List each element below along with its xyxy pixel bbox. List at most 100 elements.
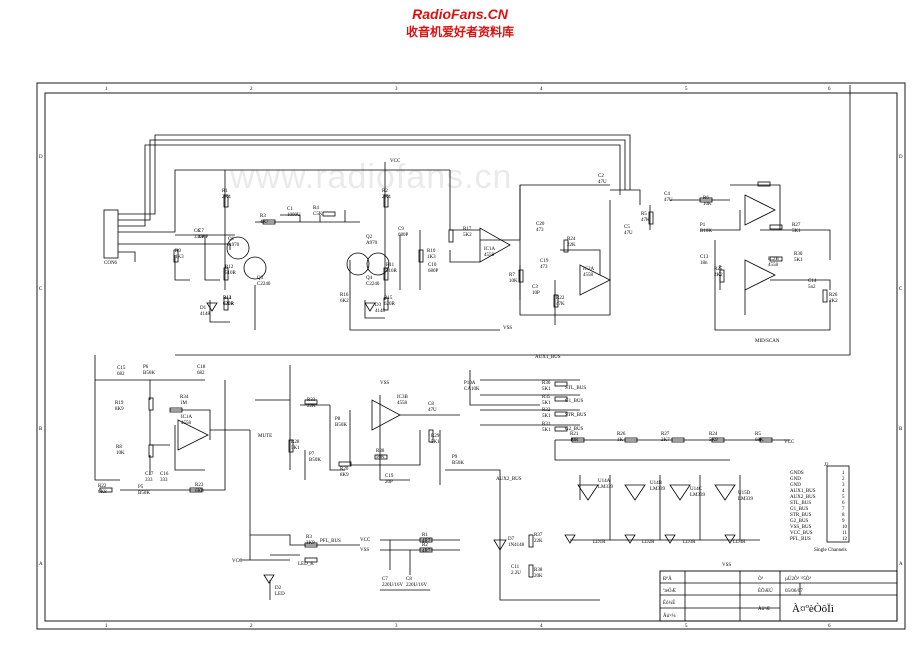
component-r5b-ref: R5	[755, 432, 761, 437]
component-q1-ref: Q1	[228, 237, 235, 242]
grid-col-top-4: 4	[540, 87, 543, 92]
component-p6-value: B50K	[143, 371, 155, 376]
j2-pin-number-12: 12	[842, 537, 848, 542]
component-c17-ref: C17	[145, 472, 154, 477]
grid-row-left-B: B	[39, 427, 43, 432]
component-r16-ref: R16	[340, 293, 349, 298]
component-r3-ref: R3	[260, 214, 266, 219]
component-c3-value: 10P	[532, 291, 540, 296]
component-p8-ref: P8	[335, 417, 341, 422]
component-ic1a-ref: IC1A	[484, 247, 496, 252]
component-r34-ref: R34	[180, 395, 189, 400]
component-r17-ref: R17	[463, 227, 472, 232]
j2-pin-number-3: 3	[842, 483, 845, 488]
component-c19b-value: 20P	[385, 480, 393, 485]
component-r27-value: 5K1	[792, 229, 801, 234]
component-r2-ref: R2	[382, 189, 388, 194]
j2-pin-label-6: STL_BUS	[790, 501, 811, 506]
net-vss-top: VSS	[503, 326, 512, 331]
net-g2-bus: G2_BUS	[565, 427, 584, 432]
component-r11-ref: R11	[386, 263, 395, 268]
component-r5-value: 47K	[641, 218, 650, 223]
component-r22-value: 47K	[556, 302, 565, 307]
component-r26b-ref: R26	[617, 432, 626, 437]
component-p1-value: B10K	[700, 229, 712, 234]
component-r31-value: 5K1	[542, 428, 551, 433]
grid-row-right-D: D	[899, 155, 903, 160]
component-r2-value: 2K4	[382, 195, 391, 200]
site-brand: RadioFans.CN 收音机爱好者资料库	[0, 6, 920, 40]
component-r31-ref: R31	[542, 422, 551, 427]
component-d2-value: LED	[275, 592, 285, 597]
net-vcc-ladder: VCC	[784, 440, 795, 445]
component-ic1a-value: 4558	[484, 253, 495, 258]
component-r2b-value: 4R7	[422, 549, 431, 554]
component-r36-ref: R36	[542, 381, 551, 386]
j2-pin-number-2: 2	[842, 477, 845, 482]
component-r23-ref: R23	[195, 483, 204, 488]
component-r32-value: 5K1	[542, 414, 551, 419]
component-r9-ref: R9	[175, 249, 181, 254]
component-r33-ref: R33	[307, 398, 316, 403]
component-ld4-ref: LD4R	[733, 540, 746, 545]
component-c8b-value: 220U/16V	[406, 583, 428, 588]
component-u14c-ref: U14C	[690, 487, 703, 492]
component-c11-value: 2.2U	[511, 571, 521, 576]
component-r35-ref: R35	[542, 395, 551, 400]
j2-pin-label-5: AUX2_BUS	[790, 495, 816, 500]
component-r22b-ref: R22	[98, 484, 107, 489]
component-r6-ref: R6	[703, 196, 709, 201]
component-c8b-ref: C8	[406, 577, 412, 582]
component-d1-ref: D1	[200, 306, 207, 311]
component-symbols	[99, 181, 850, 584]
component-p10a-value: CA10K	[464, 387, 480, 392]
component-r20-value: 8K9	[340, 473, 349, 478]
component-r9-value: 1K3	[175, 255, 184, 260]
j2-pin-label-11: VCC_BUS	[790, 531, 813, 536]
j2-pin-label-2: GND	[790, 477, 801, 482]
net-stl-bus: STL_BUS	[565, 386, 586, 391]
j2-pin-number-5: 5	[842, 495, 845, 500]
component-r5-ref: R5	[641, 212, 647, 217]
net-aux2-bus: AUX2_BUS	[496, 477, 522, 482]
component-r26-value: 2K2	[829, 299, 838, 304]
component-p9-ref: P9	[452, 455, 458, 460]
connector-con6: CON6	[104, 261, 118, 266]
component-d1-value: 4148	[200, 312, 211, 317]
component-u14c-value: LM339	[690, 493, 706, 498]
component-c18-value: 682	[197, 371, 205, 376]
grid-col-bottom-1: 1	[105, 624, 108, 629]
component-c7b-value: 220U/16V	[382, 583, 404, 588]
component-d7-value: 1N4148	[508, 543, 525, 548]
component-r1b-value: 4R7	[422, 539, 431, 544]
component-c8-ref: C8	[428, 402, 434, 407]
title-label-1: ºæÖÆ	[663, 588, 676, 594]
grid-col-top-1: 1	[105, 87, 108, 92]
component-ld3-ref: LD3R	[683, 540, 696, 545]
component-ic2a-value: 4558	[583, 273, 594, 278]
j2-pin-number-11: 11	[842, 531, 847, 536]
component-p1-ref: P1	[700, 223, 706, 228]
component-c3-ref: C3	[532, 285, 538, 290]
net-led-k: LED_K	[298, 562, 314, 567]
component-c9-ref: C9	[398, 227, 404, 232]
net-labels: VCC VSS AUX1_BUS AUX2_BUS STL_BUS G1_BUS…	[104, 159, 795, 568]
component-r10-value: 1K3	[427, 255, 436, 260]
component-p10a-ref: P10A	[464, 381, 476, 386]
component-r22-ref: R22	[556, 296, 565, 301]
j2-pin-number-4: 4	[842, 489, 845, 494]
component-r15-ref: R15	[384, 296, 393, 301]
component-r38-ref: R38	[376, 449, 385, 454]
net-vcc-led: VCC	[232, 559, 243, 564]
component-c1-value: 1000U	[287, 213, 301, 218]
component-c11-ref: C11	[511, 565, 520, 570]
brand-english: RadioFans.CN	[412, 6, 508, 22]
component-q4-value: C2240	[366, 282, 380, 287]
component-ld1-ref: LD1R	[593, 540, 606, 545]
component-r27b-value: 2K7	[661, 438, 670, 443]
grid-row-left-D: D	[39, 155, 43, 160]
component-p5-ref: P5	[138, 485, 144, 490]
sheet-name: À¤ºèÒôÏì	[792, 603, 834, 615]
